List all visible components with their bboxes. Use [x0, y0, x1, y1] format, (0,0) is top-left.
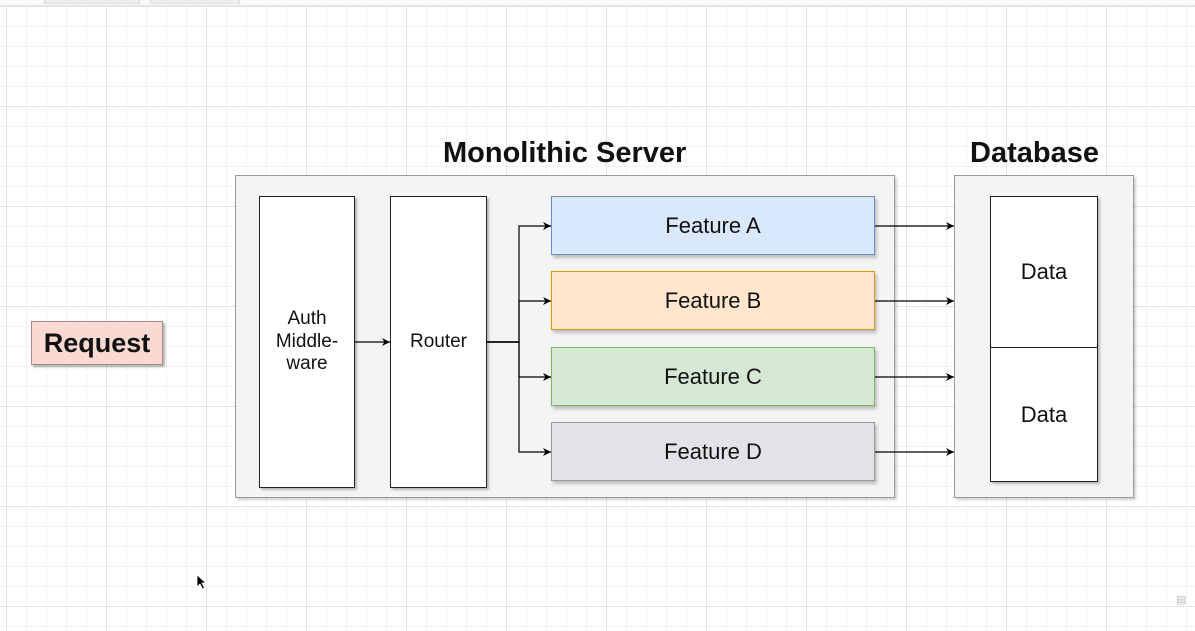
feature-c-label: Feature C: [664, 363, 762, 389]
router-node[interactable]: Router: [390, 196, 487, 488]
server-title: Monolithic Server: [443, 137, 687, 169]
edge-router-to-feature-d: [487, 341, 551, 456]
tab-stub[interactable]: [44, 0, 140, 4]
feature-d-node[interactable]: Feature D: [551, 422, 875, 481]
data-cell-2-label: Data: [1020, 401, 1068, 427]
feature-a-node[interactable]: Feature A: [551, 196, 875, 255]
data-cell-1-label: Data: [1020, 259, 1068, 284]
feature-d-label: Feature D: [664, 438, 762, 464]
mouse-cursor-icon: [196, 574, 208, 590]
request-node[interactable]: Request: [31, 321, 163, 365]
data-cell-1[interactable]: Data: [991, 197, 1097, 348]
feature-b-node[interactable]: Feature B: [551, 271, 875, 330]
data-table[interactable]: Data Data: [990, 196, 1098, 482]
app-top-strip: [0, 0, 1195, 6]
tab-stub[interactable]: [150, 0, 240, 4]
auth-middleware-node[interactable]: Auth Middle- ware: [259, 196, 355, 488]
corner-watermark-icon: ▤: [1176, 594, 1187, 606]
database-title: Database: [970, 137, 1099, 169]
feature-a-label: Feature A: [665, 212, 761, 238]
data-cell-2[interactable]: Data: [991, 348, 1097, 481]
router-label: Router: [409, 330, 468, 352]
feature-c-node[interactable]: Feature C: [551, 347, 875, 406]
feature-b-label: Feature B: [664, 287, 762, 313]
auth-middleware-label: Auth Middle- ware: [275, 307, 339, 375]
edge-router-to-feature-b: [487, 297, 551, 343]
